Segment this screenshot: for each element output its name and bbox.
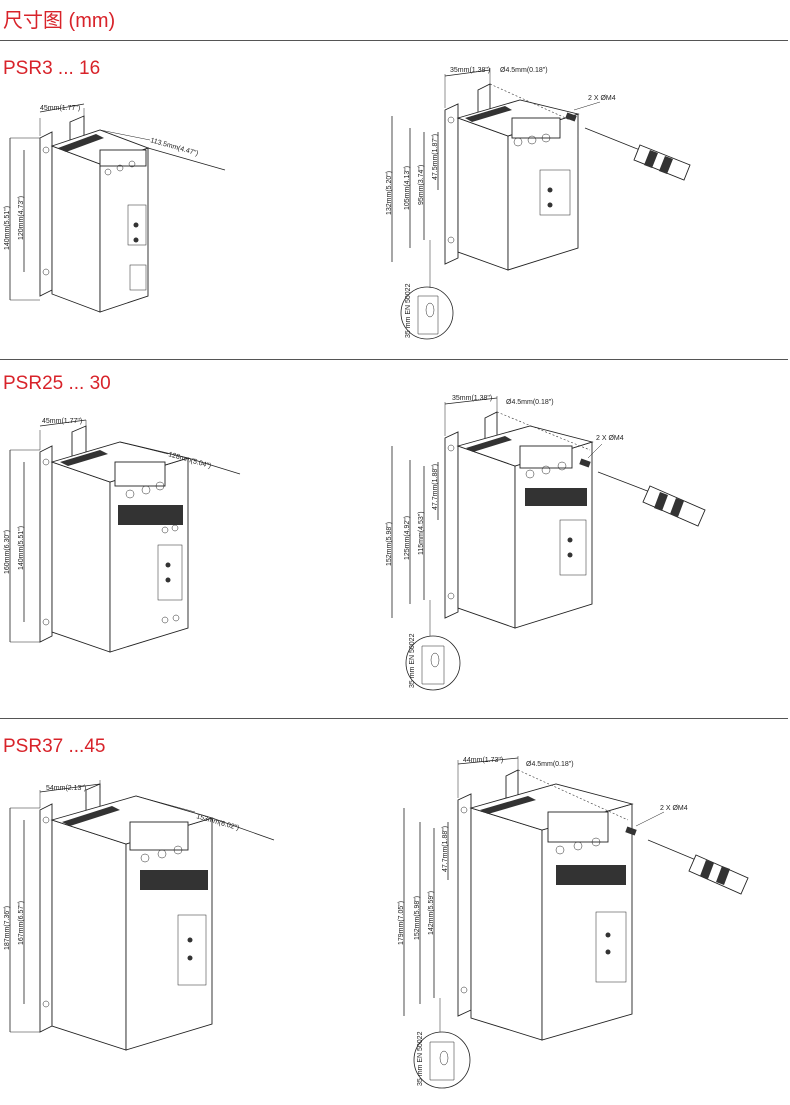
rail-label: 35 mm EN 50022 — [417, 1031, 424, 1086]
psr3-16-front-view: 45mm(1.77") 113.5mm(4.47") 140mm(5.51") … — [4, 103, 226, 313]
dim-d2: 152mm(5.98") — [414, 896, 421, 940]
dim-d3: 95mm(3.74") — [418, 165, 425, 205]
screw-label: 2 X ØM4 — [588, 95, 616, 102]
rail-label: 35 mm EN 50022 — [405, 283, 412, 338]
page-title: 尺寸图 (mm) — [3, 10, 116, 32]
divider — [0, 40, 788, 41]
divider — [0, 718, 788, 719]
dim-d1: 132mm(5.20") — [386, 171, 393, 215]
dim-height-outer: 140mm(5.51") — [4, 206, 11, 250]
psr3-16-mounting-view: 35mm(1.38") Ø4.5mm(0.18") 2 X ØM4 132mm(… — [386, 67, 691, 340]
dim-height-outer: 160mm(6.30") — [4, 530, 11, 574]
psr37-45-front-view: 54mm(2.13") 153mm(6.02") 187mm(7.36") 16… — [4, 780, 275, 1051]
dim-height-inner: 140mm(5.51") — [18, 526, 25, 570]
dim-d2: 125mm(4.92") — [404, 516, 411, 560]
section-title-psr37-45: PSR37 ...45 — [3, 736, 106, 757]
dim-hole: Ø4.5mm(0.18") — [506, 399, 554, 406]
dim-width: 45mm(1.77") — [40, 105, 80, 112]
dim-d3: 142mm(5.59") — [428, 891, 435, 935]
dim-top: 35mm(1.38") — [452, 395, 492, 402]
dim-d2: 105mm(4.13") — [404, 166, 411, 210]
dim-d4: 47.7mm(1.88") — [442, 826, 449, 872]
dim-d3: 115mm(4.53") — [418, 511, 425, 555]
dim-d1: 152mm(5.98") — [386, 522, 393, 566]
dim-width: 45mm(1.77") — [42, 418, 82, 425]
psr37-45-mounting-view: 44mm(1.73") Ø4.5mm(0.18") 2 X ØM4 179mm(… — [398, 756, 749, 1089]
dim-d1: 179mm(7.05") — [398, 901, 405, 945]
dim-height-outer: 187mm(7.36") — [4, 906, 11, 950]
dim-height-inner: 167mm(6.57") — [18, 901, 25, 945]
dim-top: 44mm(1.73") — [463, 757, 503, 764]
dim-height-inner: 120mm(4.73") — [18, 196, 25, 240]
rail-label: 35 mm EN 50022 — [409, 633, 416, 688]
divider — [0, 359, 788, 360]
screw-label: 2 X ØM4 — [660, 805, 688, 812]
section-title-psr3-16: PSR3 ... 16 — [3, 58, 101, 79]
dim-top: 35mm(1.38") — [450, 67, 490, 74]
psr25-30-front-view: 45mm(1.77") 128mm(5.04") 160mm(6.30") 14… — [4, 418, 241, 653]
section-title-psr25-30: PSR25 ... 30 — [3, 373, 111, 394]
dim-d4: 47.5mm(1.87") — [432, 134, 439, 180]
psr25-30-mounting-view: 35mm(1.38") Ø4.5mm(0.18") 2 X ØM4 152mm(… — [386, 395, 706, 691]
dim-hole: Ø4.5mm(0.18") — [526, 761, 574, 768]
dim-width: 54mm(2.13") — [46, 785, 86, 792]
dim-d4: 47.7mm(1.88") — [432, 464, 439, 510]
dim-hole: Ø4.5mm(0.18") — [500, 67, 548, 74]
screw-label: 2 X ØM4 — [596, 435, 624, 442]
dim-depth: 113.5mm(4.47") — [149, 137, 198, 157]
